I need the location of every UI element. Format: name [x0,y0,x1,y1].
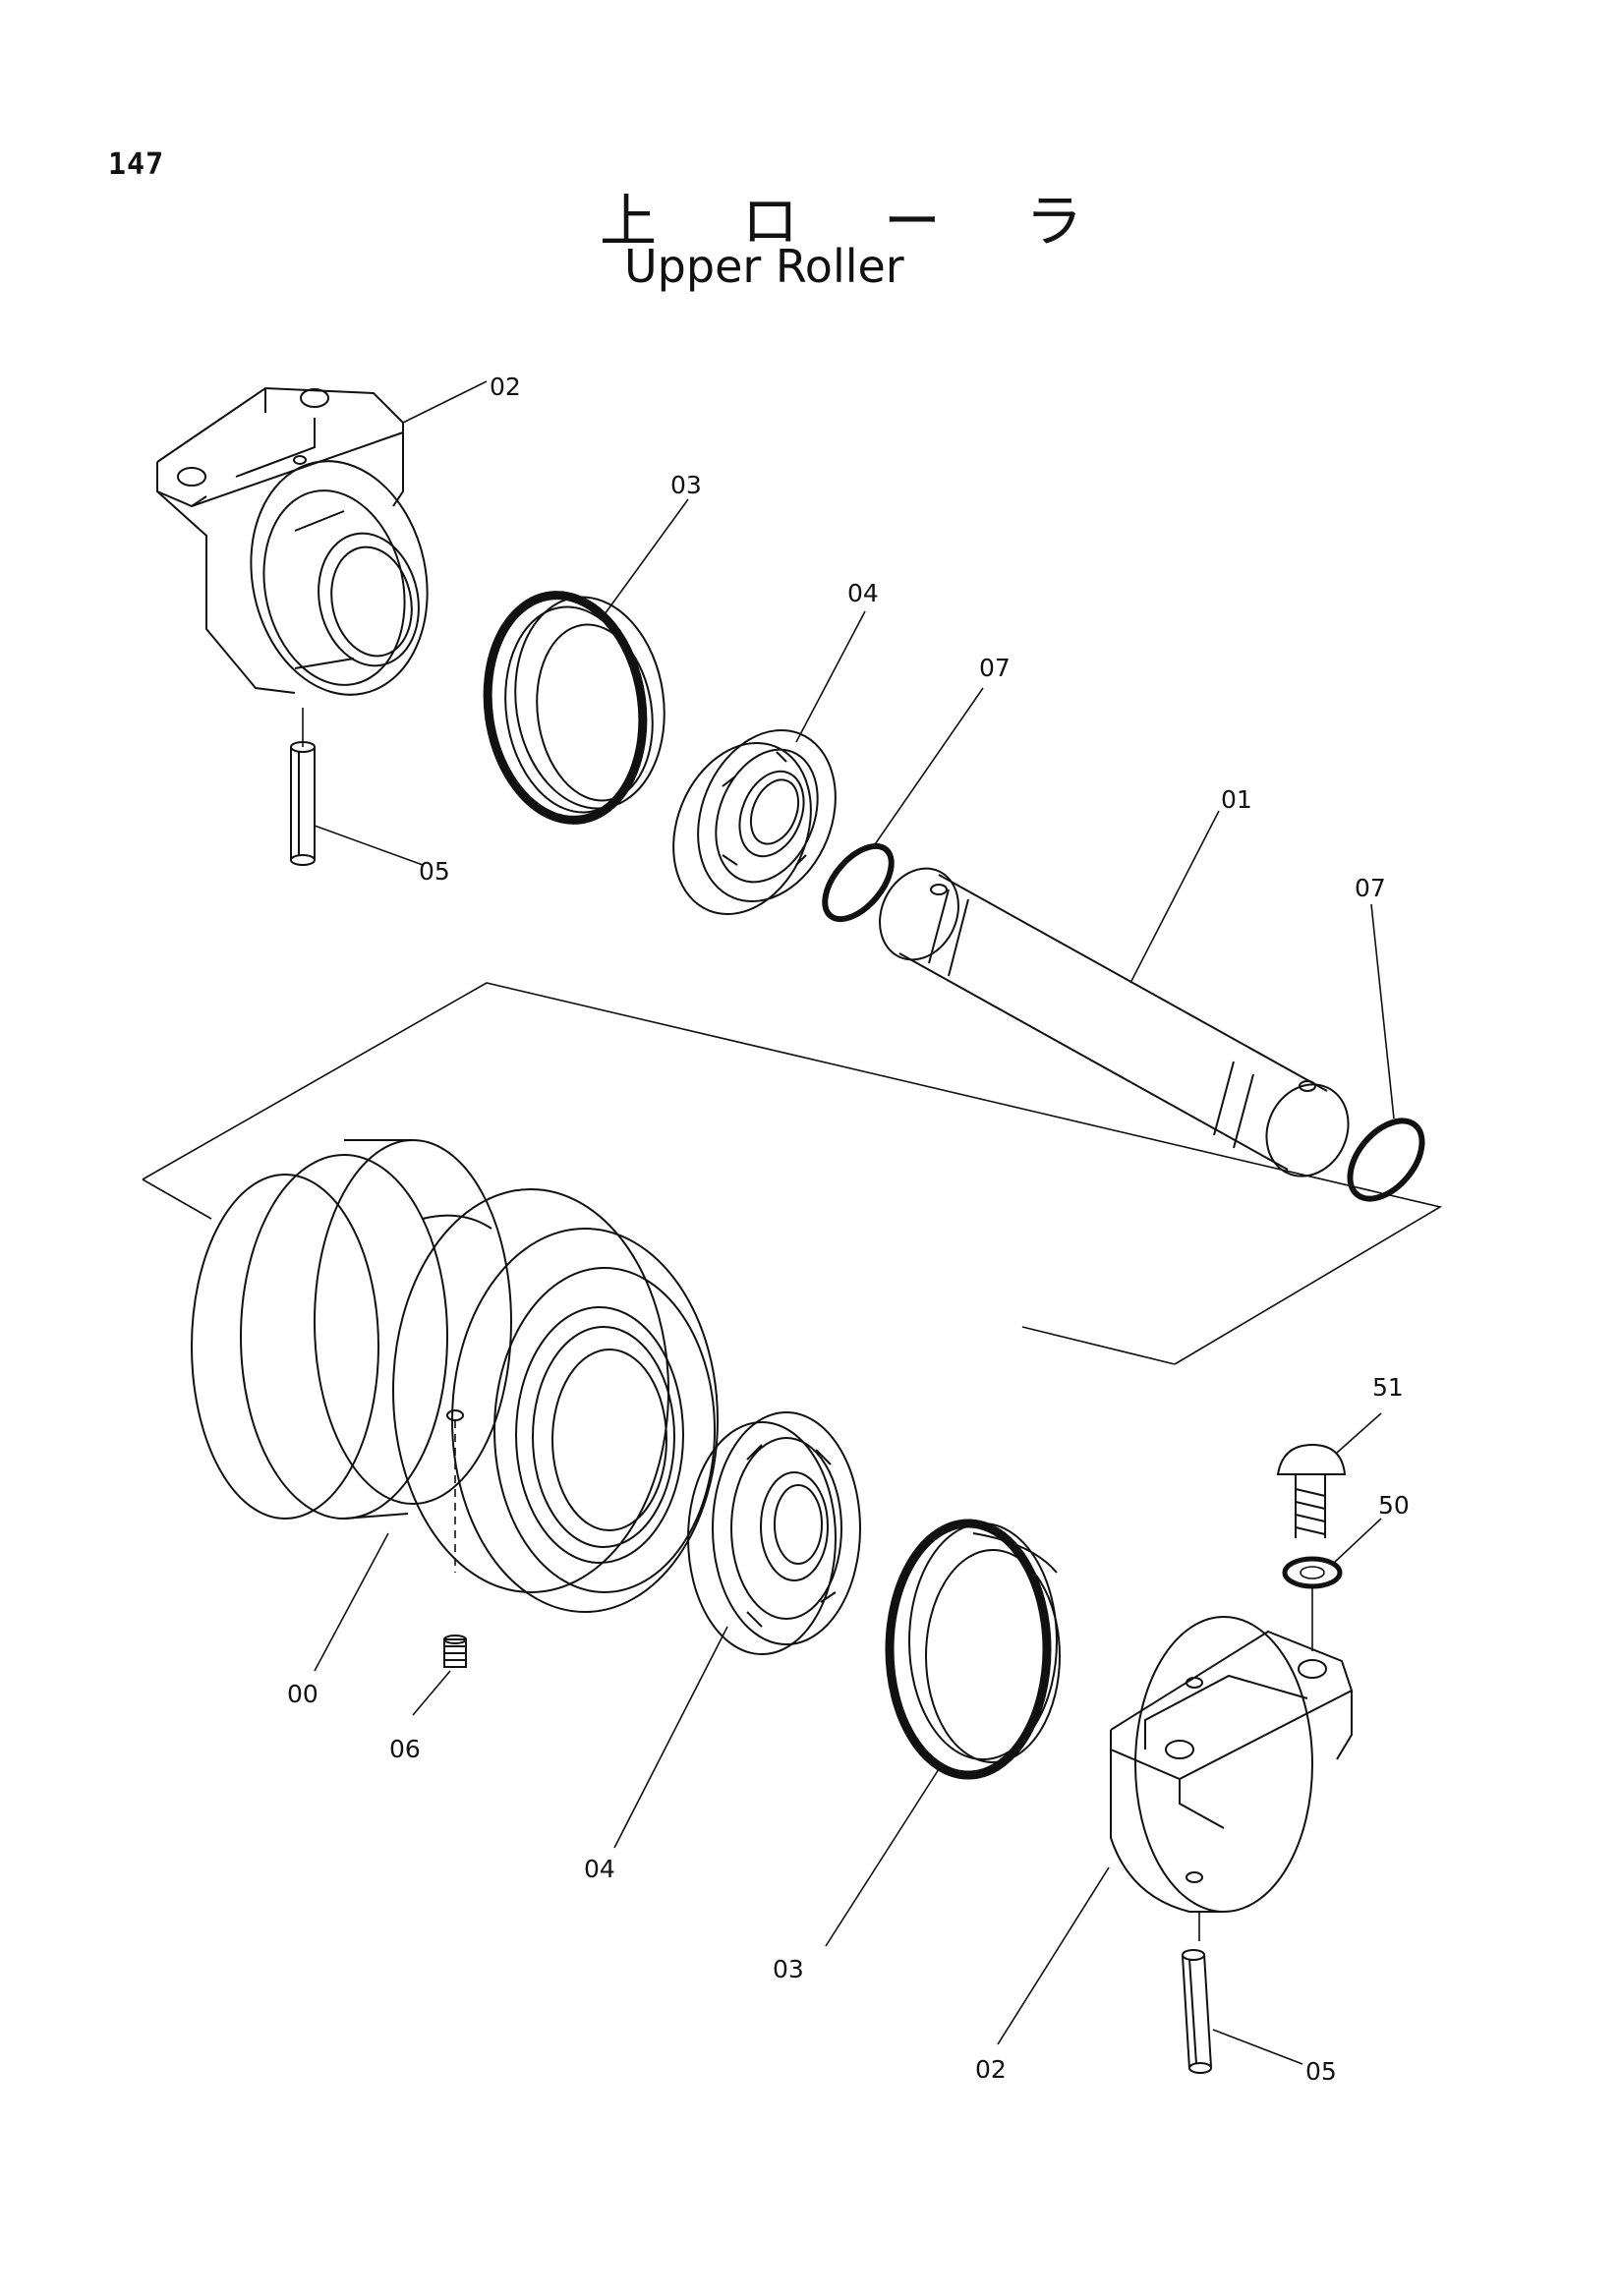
plug [443,1635,467,1668]
callout-07-left: 07 [979,654,1011,682]
callout-00: 00 [287,1680,318,1708]
callout-02-top: 02 [490,373,521,401]
roller-body [191,1139,719,1613]
o-ring-right [1347,1118,1425,1202]
bracket-top [156,386,429,696]
ball-bearing-top [672,728,837,916]
callout-07-right: 07 [1355,874,1386,902]
shaft [879,867,1350,1177]
callout-labels: 02 03 04 07 01 07 05 51 50 00 06 04 03 0… [287,373,1410,2086]
roll-pin-top [290,708,316,866]
callout-05-top: 05 [419,857,450,886]
leader-lines [314,380,1395,2065]
assembly-frame [142,982,1443,1365]
title-english: Upper Roller [624,240,904,293]
callout-50: 50 [1378,1491,1410,1520]
bracket-bottom [1110,1616,1353,1941]
floating-seal-bottom [885,1519,1061,1780]
callout-05-bottom: 05 [1305,2057,1337,2086]
callout-03-bottom: 03 [773,1955,804,1983]
bolt [1276,1443,1347,1538]
roll-pin-bottom [1182,1949,1212,2074]
callout-51: 51 [1372,1373,1404,1402]
title-japanese: 上 ロ ー ラ [600,188,1117,255]
page-number: 147 [108,147,165,182]
o-ring-left [822,842,895,923]
callout-02-bottom: 02 [975,2055,1007,2084]
ball-bearing-bottom [687,1411,861,1655]
callout-06: 06 [389,1735,421,1763]
floating-seal-top [483,591,665,825]
callout-03-top: 03 [670,471,702,499]
callout-01: 01 [1221,785,1252,814]
lock-washer [1282,1556,1343,1651]
callout-04-bottom: 04 [584,1855,615,1883]
callout-04-top: 04 [847,579,879,607]
